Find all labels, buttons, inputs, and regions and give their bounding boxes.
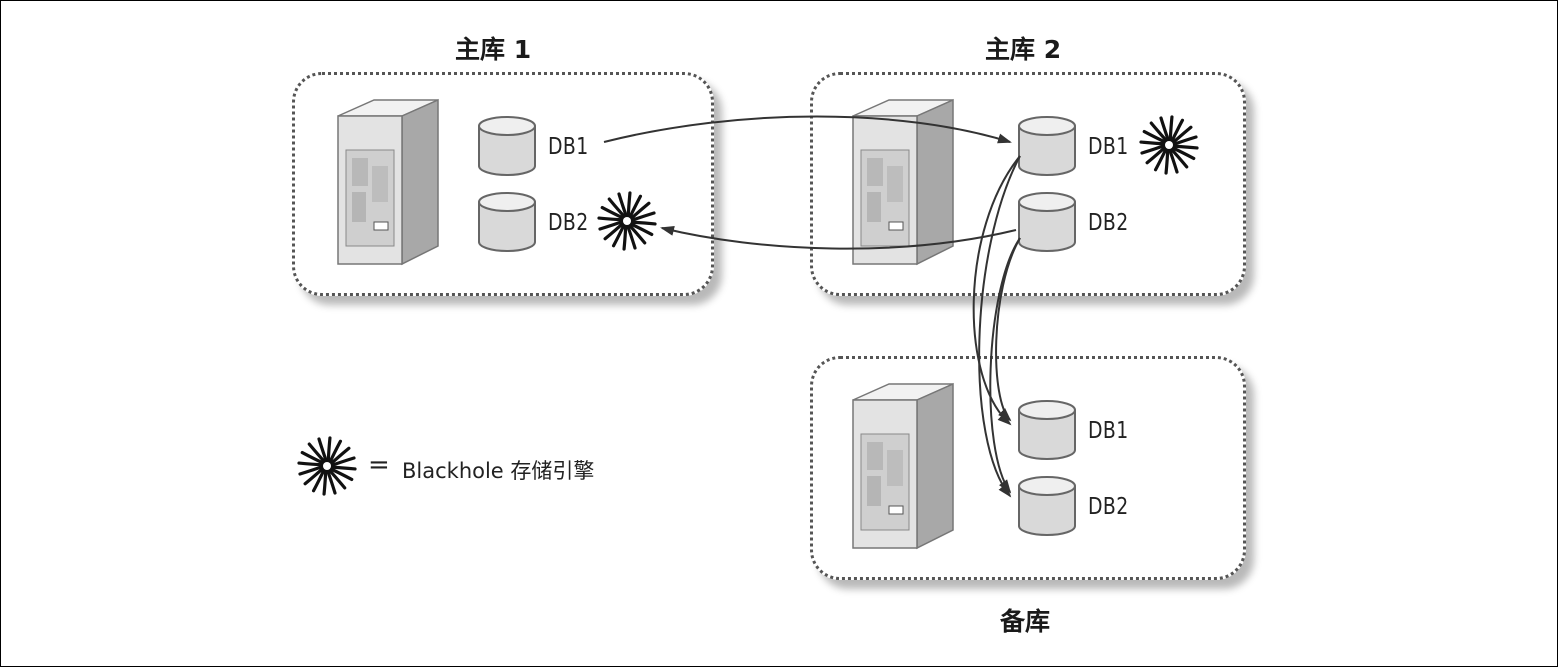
arrow-master2-db2-to-replica-db1: [995, 237, 1021, 422]
replica-db2-icon: [1018, 476, 1076, 536]
arrow-master2-db2-to-master1-db2: [660, 225, 1017, 250]
master1-db1-label: DB1: [548, 134, 589, 160]
master1-db2-icon: [478, 192, 536, 252]
master2-db2-icon: [1018, 192, 1076, 252]
replica-db1-label: DB1: [1088, 418, 1129, 444]
arrow-master1-db1-to-master2-db1: [603, 115, 1012, 144]
master1-db1-icon: [478, 116, 536, 176]
replica-title: 备库: [1000, 607, 1051, 636]
master1-title: 主库 1: [455, 35, 532, 64]
arrow-master2-db1-to-replica-db1: [972, 155, 1021, 426]
master2-db1-blackhole-icon: [1139, 115, 1199, 175]
master1-server-icon: [337, 98, 439, 266]
legend-equals: =: [368, 450, 390, 480]
master2-title: 主库 2: [985, 35, 1062, 64]
master1-db2-blackhole-icon: [597, 191, 657, 251]
master2-db1-label: DB1: [1088, 134, 1129, 160]
replica-server-icon: [852, 382, 954, 550]
legend-text: Blackhole 存储引擎: [402, 459, 595, 483]
master1-db2-label: DB2: [548, 210, 589, 236]
master2-db2-label: DB2: [1088, 210, 1129, 236]
master2-db1-icon: [1018, 116, 1076, 176]
master2-server-icon: [852, 98, 954, 266]
replica-db1-icon: [1018, 400, 1076, 460]
legend-blackhole-icon: [297, 436, 357, 496]
arrow-master2-db1-to-replica-db2: [978, 155, 1021, 498]
replica-db2-label: DB2: [1088, 494, 1129, 520]
